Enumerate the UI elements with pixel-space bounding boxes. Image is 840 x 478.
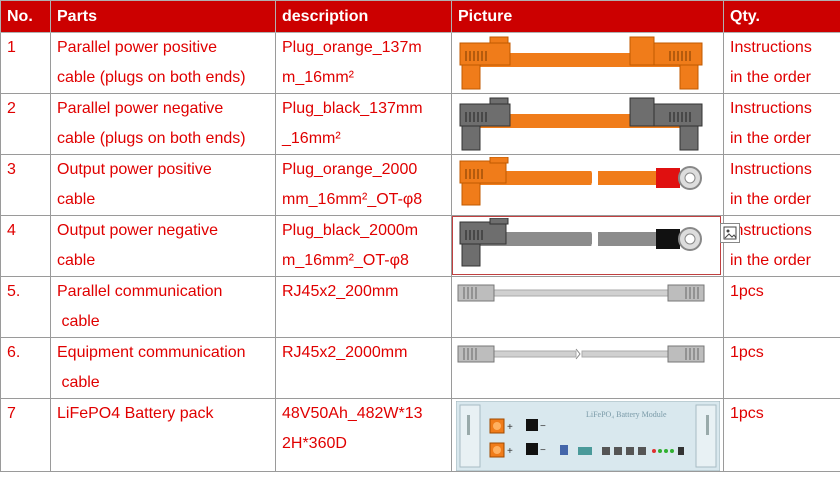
header-parts: Parts: [50, 0, 276, 33]
svg-text:+: +: [507, 446, 513, 457]
header-qty: Qty.: [723, 0, 840, 33]
header-row: No. Parts description Picture Qty.: [0, 0, 840, 33]
svg-text:−: −: [540, 421, 546, 432]
row-number: 6.: [0, 337, 51, 399]
part-description: RJ45x2_2000mm: [275, 337, 452, 399]
rj45-short-cable-image: [457, 284, 705, 302]
part-quantity: 1pcs: [723, 337, 840, 399]
row-number: 5.: [0, 276, 51, 338]
row-number: 3: [0, 154, 51, 216]
part-picture: [451, 154, 724, 216]
gray-cable-ring-image: [459, 218, 702, 267]
row-number: 4: [0, 215, 51, 277]
part-picture: [451, 32, 724, 94]
svg-text:+: +: [507, 422, 513, 433]
svg-text:−: −: [540, 445, 546, 456]
header-picture: Picture: [451, 0, 724, 33]
table-row: 5. Parallel communication cable RJ45x2_2…: [0, 276, 840, 338]
part-picture: [451, 215, 724, 277]
header-description: description: [275, 0, 452, 33]
part-description: Plug_black_137mm_16mm²: [275, 93, 452, 155]
orange-cable-both-plugs-image: [459, 36, 703, 90]
part-name: LiFePO4 Battery pack: [50, 398, 276, 472]
part-picture: [451, 93, 724, 155]
part-name: Parallel communication cable: [50, 276, 276, 338]
orange-cable-ring-image: [459, 157, 702, 206]
battery-module-image: LiFePO₄ Battery Module + + − −: [456, 401, 720, 471]
part-quantity: 1pcs: [723, 276, 840, 338]
black-plug-cable-image: [459, 97, 703, 151]
image-selection-frame: [452, 216, 721, 275]
image-placeholder-icon[interactable]: [720, 223, 740, 243]
row-number: 7: [0, 398, 51, 472]
part-picture: [451, 276, 724, 338]
rj45-long-cable-image: [457, 345, 705, 363]
part-picture: LiFePO₄ Battery Module + + − −: [451, 398, 724, 472]
part-name: Equipment communication cable: [50, 337, 276, 399]
table-row: 6. Equipment communication cable RJ45x2_…: [0, 337, 840, 399]
part-picture: [451, 337, 724, 399]
svg-text:LiFePO₄ Battery Module: LiFePO₄ Battery Module: [586, 410, 667, 419]
part-quantity: 1pcs: [723, 398, 840, 472]
row-number: 1: [0, 32, 51, 94]
part-description: RJ45x2_200mm: [275, 276, 452, 338]
header-no: No.: [0, 0, 51, 33]
row-number: 2: [0, 93, 51, 155]
